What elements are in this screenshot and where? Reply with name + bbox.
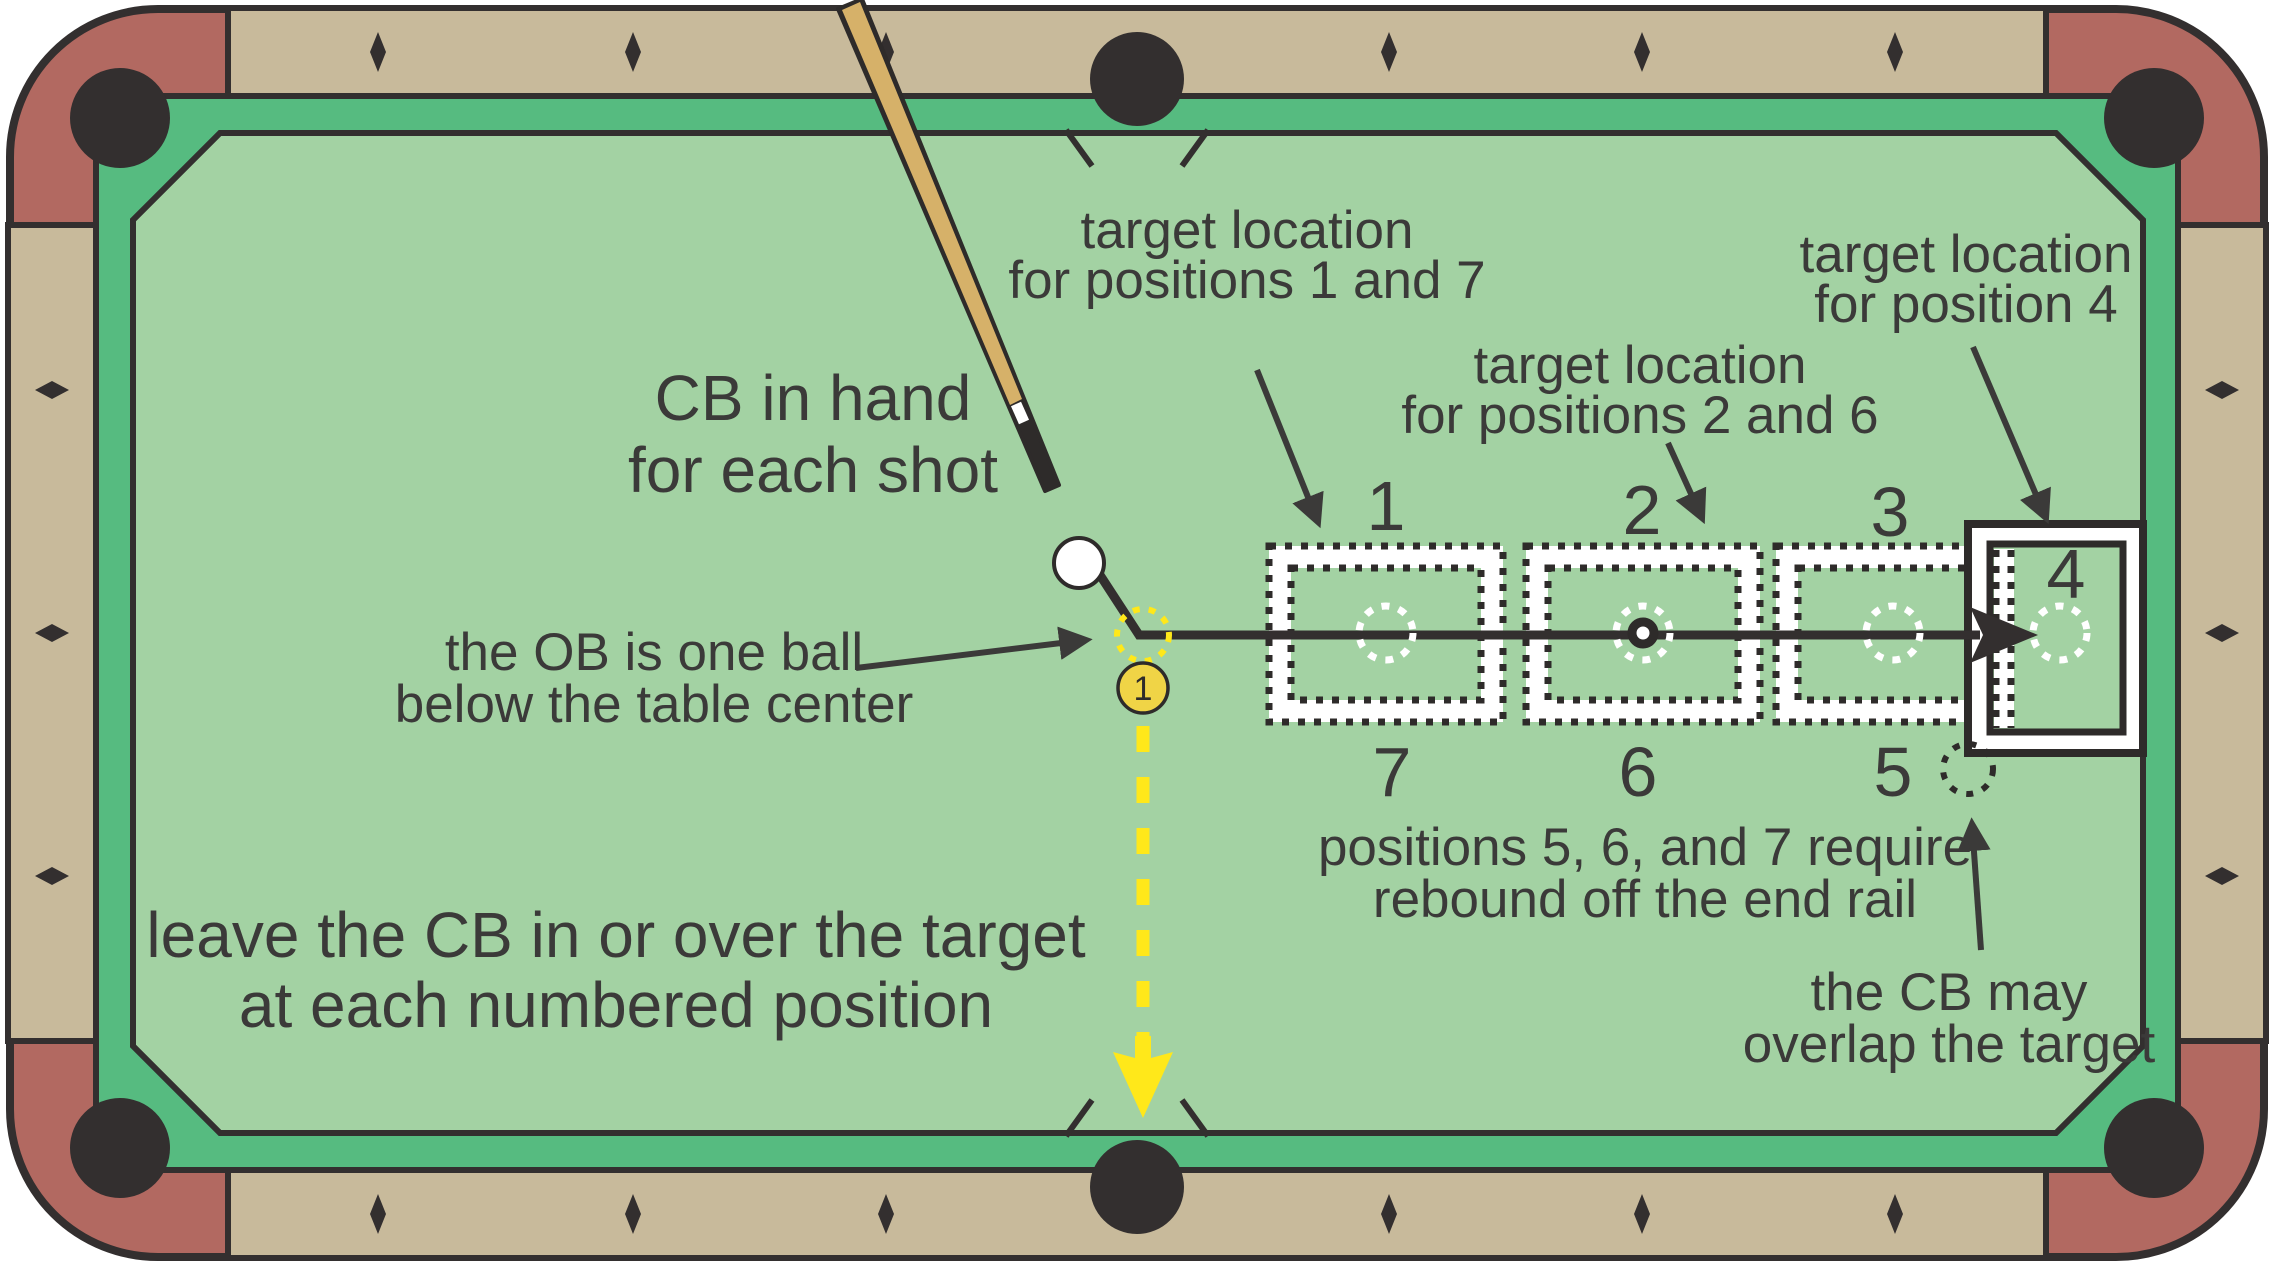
position-numbers: 1 2 3 4 5 6 7 [1367,467,2086,811]
position-number-4: 4 [2047,535,2086,613]
pocket-top-right [2104,68,2204,168]
label-cb-in-hand-line2: for each shot [628,434,998,506]
top-pocket-jaw-left [1063,128,1095,168]
cb-overlap-dotted-circle [1940,741,1996,797]
pocket-top-left [70,68,170,168]
label-target-4-line1: target location [1800,225,2133,284]
table-center-ring-marker [1627,617,1659,649]
position-number-2: 2 [1623,471,1662,549]
pocket-bottom-left [70,1098,170,1198]
object-ball-1: 1 [1116,661,1170,715]
ghost-circle-target-1-7 [1355,602,1417,664]
position-number-7: 7 [1373,733,1412,811]
rail-diamonds [35,32,2239,1234]
label-target-4-line2: for position 4 [1814,275,2117,334]
arrow-cb-overlap [1957,817,1991,951]
label-overlap-note-line1: the CB may [1811,963,2088,1022]
ghost-cue-ball-contact-circle [1114,606,1172,664]
pocket-bottom-side [1090,1140,1184,1234]
ghost-circle-target-2-6 [1612,602,1674,664]
label-leave-note-line2: at each numbered position [239,969,993,1041]
arrow-target-2-6 [1665,441,1707,525]
top-pocket-jaw-right [1179,128,1211,168]
arrow-target-1-7 [1254,368,1324,529]
position-number-3: 3 [1871,473,1910,551]
label-ob-note-line2: below the table center [395,675,914,734]
cue-stick [836,0,1061,493]
label-leave-note-line1: leave the CB in or over the target [146,899,1085,971]
label-rebound-note-line1: positions 5, 6, and 7 require [1318,818,1972,877]
cue-ferrule [1010,401,1030,425]
cue-ball-path-arrowhead [1970,607,2038,663]
position-number-5: 5 [1874,733,1913,811]
object-ball-path-arrowhead [1113,1036,1173,1118]
label-overlap-note-line2: overlap the target [1743,1015,2156,1074]
bottom-pocket-jaw-left [1063,1098,1095,1138]
pocket-top-side [1090,32,1184,126]
label-cb-in-hand-line1: CB in hand [655,362,972,434]
arrow-target-4 [1970,345,2051,525]
label-target-1-7-line1: target location [1081,201,1414,260]
cue-ball [1052,536,1106,590]
cue-ball-path-line [1081,549,1980,640]
ghost-circle-target-3-5 [1862,602,1924,664]
label-target-2-6-line1: target location [1474,336,1807,395]
bottom-pocket-jaw-right [1179,1098,1211,1138]
position-number-1: 1 [1367,467,1406,545]
object-ball-number: 1 [1134,670,1153,708]
pocket-bottom-right [2104,1098,2204,1198]
position-number-6: 6 [1619,733,1658,811]
label-target-2-6-line2: for positions 2 and 6 [1401,386,1878,445]
annotations: CB in hand for each shot target location… [146,201,2155,1074]
arrow-ob-note [855,626,1093,671]
ghost-circle-target-4 [2029,602,2091,664]
label-ob-note-line1: the OB is one ball [445,623,863,682]
label-target-1-7-line2: for positions 1 and 7 [1008,251,1485,310]
label-rebound-note-line2: rebound off the end rail [1373,870,1917,929]
